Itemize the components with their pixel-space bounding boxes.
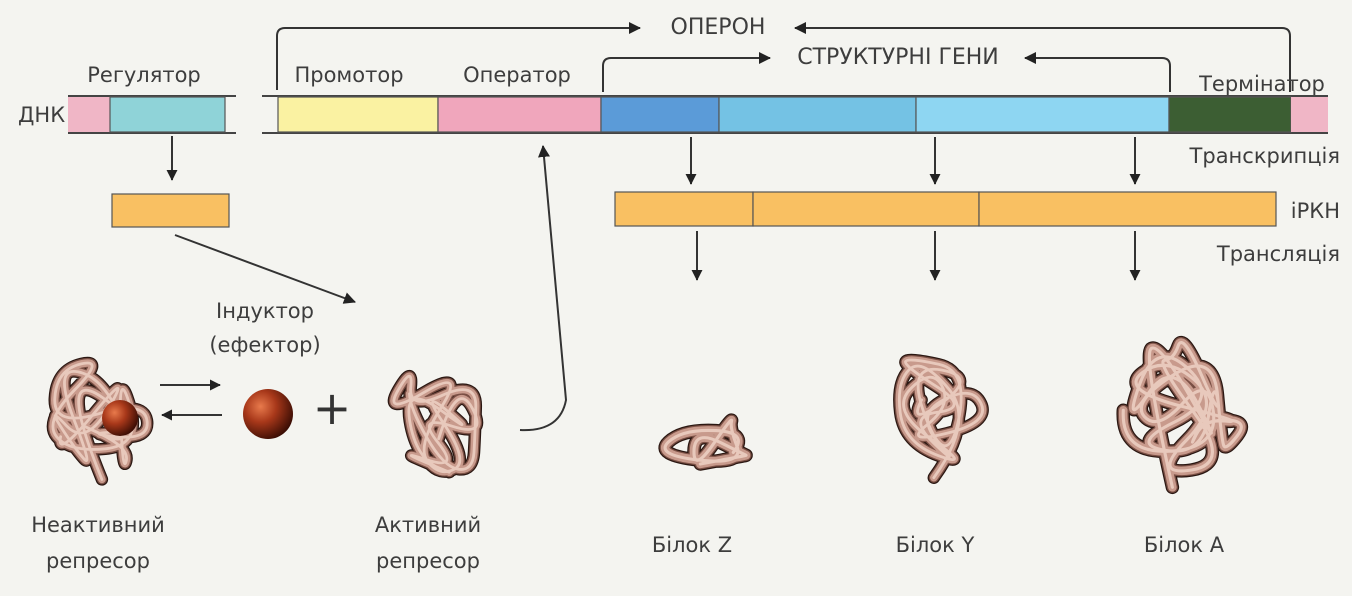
inactive-repressor-label-line1: Неактивний: [31, 513, 165, 537]
gene-a-region: [916, 97, 1169, 132]
polycistronic-mrna: [615, 192, 1276, 226]
active-repressor-label-line1: Активний: [375, 513, 481, 537]
terminator-label: Термінатор: [1198, 72, 1325, 96]
repressor-mrna: [112, 194, 229, 227]
regulator-label: Регулятор: [87, 63, 201, 87]
dna-flank-left: [68, 97, 110, 132]
bound-inducer-icon: [102, 400, 138, 436]
gene-y-region: [719, 97, 916, 132]
gene-z-region: [601, 97, 719, 132]
promoter-region: [278, 97, 438, 132]
diagram-background: [8, 6, 1344, 590]
protein-a-label: Білок A: [1144, 533, 1225, 557]
active-repressor-label-line2: репресор: [376, 549, 480, 573]
active-repressor-protein-icon: [394, 376, 477, 472]
inducer-label-line1: Індуктор: [216, 299, 314, 323]
mrna-segment-z: [615, 192, 753, 226]
transcription-label: Транскрипція: [1189, 144, 1340, 168]
protein-y-label: Білок Y: [896, 533, 975, 557]
mrna-segment-a: [979, 192, 1276, 226]
protein-z-label: Білок Z: [652, 533, 732, 557]
dna-flank-right: [1291, 97, 1328, 132]
promoter-label: Промотор: [294, 63, 403, 87]
plus-sign: +: [313, 381, 352, 435]
mrna-segment-y: [753, 192, 979, 226]
dna-label: ДНК: [18, 103, 65, 127]
structural-genes-label: СТРУКТУРНІ ГЕНИ: [797, 45, 999, 70]
operon-label: ОПЕРОН: [671, 15, 766, 40]
operator-region: [438, 97, 601, 132]
mrna-label: іРКН: [1291, 199, 1340, 223]
translation-label: Трансляція: [1216, 242, 1340, 266]
operator-label: Оператор: [463, 63, 571, 87]
terminator-region: [1169, 97, 1291, 132]
inducer-molecule-icon: [243, 389, 293, 439]
inducer-label-line2: (ефектор): [209, 333, 320, 357]
inactive-repressor-label-line2: репресор: [46, 549, 150, 573]
regulator-gene: [110, 97, 225, 132]
